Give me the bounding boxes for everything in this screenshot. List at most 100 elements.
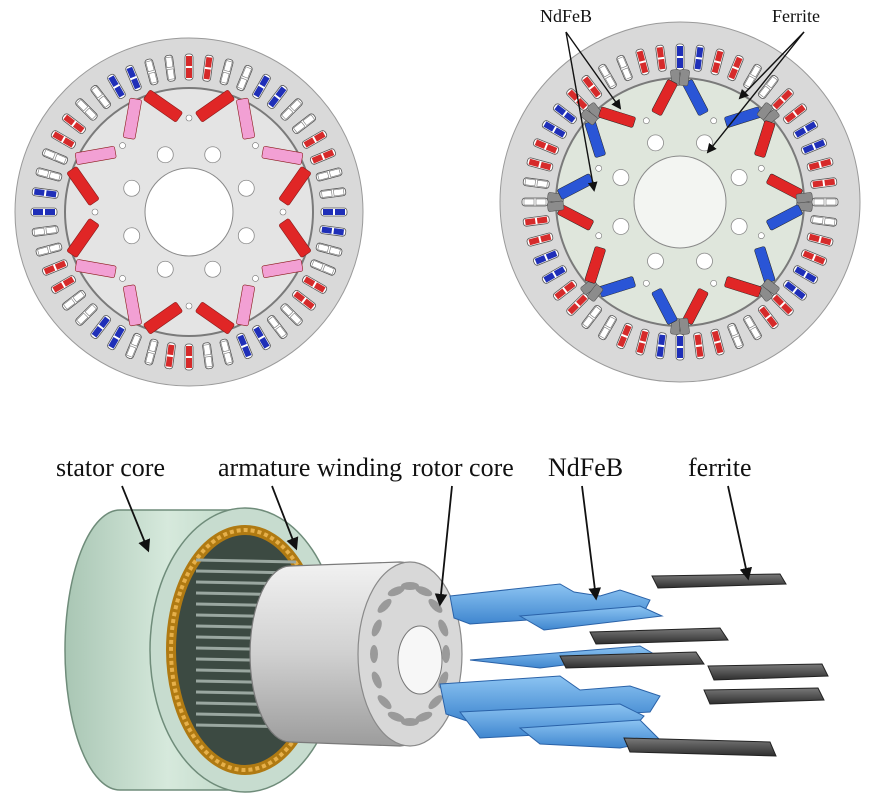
- stator-slot: [675, 43, 685, 71]
- label-ndfeb: NdFeB: [548, 453, 623, 482]
- label-rotor-core: rotor core: [412, 453, 514, 482]
- coil-side: [813, 139, 826, 149]
- coil-side: [554, 104, 566, 116]
- coil-side: [114, 326, 125, 339]
- stator-slot: [553, 103, 577, 125]
- arrow-rotor-core: [434, 485, 453, 607]
- rotor-hole: [204, 146, 222, 164]
- rotor-hole: [647, 252, 664, 270]
- coil-side: [303, 137, 316, 148]
- coil-side: [62, 137, 75, 148]
- coil-side: [804, 272, 817, 283]
- rotor-pole: [74, 97, 142, 165]
- stator-slot: [302, 275, 328, 294]
- arrow-ndfeb: [581, 485, 602, 601]
- stator-slot: [62, 289, 86, 311]
- flux-barrier: [710, 117, 717, 124]
- coil-side: [131, 77, 141, 90]
- ferrite-magnet: [678, 317, 690, 335]
- stator-slot: [184, 53, 194, 81]
- magnet-bar: [143, 302, 183, 334]
- coil-side: [43, 149, 56, 160]
- coil-side: [165, 356, 173, 368]
- coil-side: [54, 153, 67, 164]
- coil-side: [553, 127, 566, 138]
- coil-side: [289, 312, 302, 325]
- stator-slot: [655, 332, 667, 360]
- stator-slot: [598, 315, 617, 341]
- coil-side: [553, 266, 566, 277]
- coil-side: [622, 324, 632, 337]
- coil-side: [694, 334, 702, 346]
- coil-side: [528, 236, 540, 246]
- coil-side: [759, 306, 771, 319]
- coil-side: [656, 346, 664, 358]
- coil-side: [281, 304, 294, 317]
- stator-slot: [125, 65, 142, 92]
- coil-side: [303, 276, 316, 287]
- stator-slot: [522, 215, 550, 227]
- stator-slot: [125, 332, 142, 359]
- coil-side: [253, 326, 264, 339]
- coil-side: [166, 68, 175, 80]
- ferrite-magnet: [587, 284, 603, 302]
- coil-side: [186, 68, 192, 78]
- coil-side: [758, 85, 771, 98]
- stator-slot: [236, 332, 253, 359]
- coil-side: [275, 325, 287, 339]
- coil-side: [98, 316, 110, 329]
- rotor-pole: [279, 166, 311, 258]
- stator-slot: [810, 215, 838, 227]
- ndfeb-magnet: [651, 79, 678, 116]
- coil-side: [317, 171, 330, 181]
- stator-slot: [236, 65, 253, 92]
- coil-side: [62, 276, 75, 287]
- flux-barrier: [252, 275, 259, 282]
- rotor-pole: [236, 97, 304, 165]
- stator-slot: [164, 54, 176, 82]
- stator-slot: [757, 75, 779, 99]
- ferrite-magnet: [757, 102, 773, 120]
- flux-barrier: [279, 208, 287, 216]
- rotor-hole: [612, 218, 630, 235]
- coil-side: [677, 58, 683, 68]
- rotor-hole: [612, 169, 630, 186]
- magnet-bar: [67, 166, 99, 206]
- rotor-slot: [401, 582, 419, 590]
- rotor-hole: [696, 252, 713, 270]
- coil-side: [714, 50, 724, 62]
- coil-side: [220, 71, 230, 84]
- ferrite-magnet: [762, 279, 780, 295]
- rotor-slot: [371, 619, 382, 637]
- coil-side: [33, 188, 45, 196]
- coil-side: [766, 75, 778, 89]
- coil-side: [617, 56, 628, 69]
- coil-side: [253, 85, 264, 98]
- stator-slot: [710, 48, 725, 76]
- coil-side: [237, 334, 247, 347]
- coil-side: [52, 131, 65, 142]
- coil-side: [794, 288, 806, 300]
- coil-side: [784, 111, 797, 123]
- coil-side: [576, 294, 588, 306]
- coil-side: [303, 298, 315, 310]
- stator-slot: [164, 342, 176, 370]
- coil-side: [658, 334, 666, 346]
- coil-side: [589, 85, 601, 98]
- label-armature-winding: armature winding: [218, 453, 402, 482]
- coil-side: [617, 335, 627, 348]
- ferrite-magnet: [678, 69, 690, 87]
- stator-slot: [280, 98, 303, 121]
- coil-side: [621, 67, 632, 80]
- ndfeb-bars-3d: [439, 583, 664, 749]
- coil-side: [321, 226, 333, 234]
- coil-side: [567, 303, 579, 315]
- coil-side: [582, 76, 594, 88]
- stator-slot: [771, 293, 794, 316]
- coil-side: [812, 216, 824, 225]
- stator-slot: [202, 54, 214, 82]
- coil-side: [781, 303, 793, 315]
- rotor-slot: [415, 711, 433, 722]
- stator-slot: [292, 289, 316, 311]
